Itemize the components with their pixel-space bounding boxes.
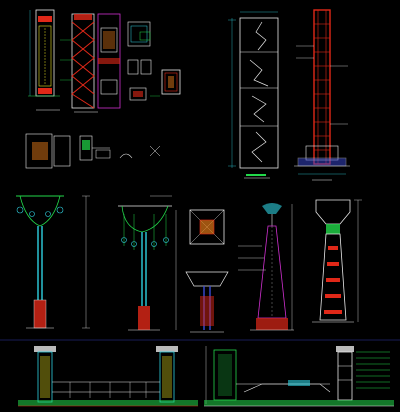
water-tower-elevation (312, 199, 362, 323)
conical-column-plan-and-elevation (185, 203, 294, 333)
tall-panel-elevation (228, 11, 279, 179)
small-details (25, 21, 181, 169)
lamp-post-b (118, 195, 177, 331)
frame-tower-section (294, 9, 350, 181)
fence-elevation-right (204, 346, 394, 407)
fence-elevation-left (18, 346, 198, 407)
gate-pillar-elevation (28, 9, 121, 113)
lamp-post-a (16, 195, 90, 329)
